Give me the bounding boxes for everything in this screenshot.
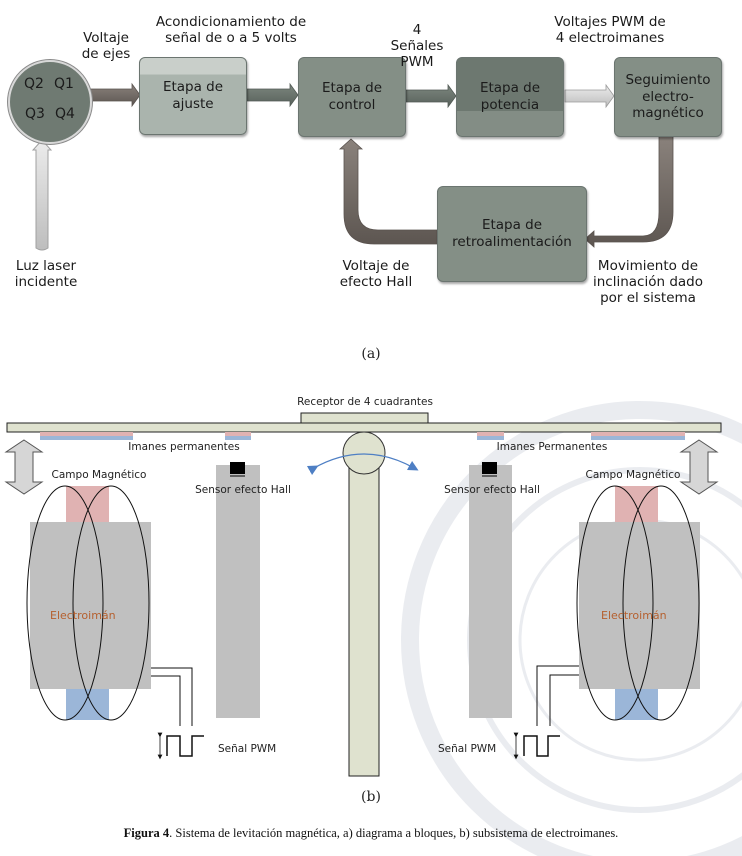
permanent-magnet-right2-red <box>477 432 504 436</box>
arrow-retro-to-control <box>338 138 438 245</box>
magnet-pole-right-south <box>615 689 658 720</box>
permanent-magnet-left2-blue <box>225 436 251 440</box>
field-line-left-a <box>26 485 104 721</box>
arrow-control-to-potencia <box>405 83 457 109</box>
vertical-motion-arrow-right <box>679 439 719 495</box>
field-line-right-b <box>622 485 700 721</box>
pwm-wire-left-inner <box>151 675 181 726</box>
levitating-beam <box>6 422 722 433</box>
label-voltaje-ejes: Voltaje de ejes <box>81 30 131 63</box>
vertical-motion-arrow-left <box>4 439 44 495</box>
pwm-wire-left-outer <box>151 667 193 726</box>
label-acondicionamiento: Acondicionamiento de señal de o a 5 volt… <box>155 14 307 47</box>
pwm-wire-right-outer <box>536 665 579 726</box>
label-receptor: Receptor de 4 cuadrantes <box>297 396 433 408</box>
label-sensor-left: Sensor efecto Hall <box>195 484 291 496</box>
permanent-magnet-right2-blue <box>477 436 504 440</box>
label-sensor-right: Sensor efecto Hall <box>444 484 540 496</box>
pivot-ball <box>342 431 386 475</box>
quadrant-q4: Q4 <box>55 106 75 122</box>
label-pwm-left: Señal PWM <box>218 743 277 755</box>
pwm-waveform-right <box>523 735 560 757</box>
magnet-pole-left-north <box>66 486 109 522</box>
permanent-magnet-left2-red <box>225 432 251 436</box>
permanent-magnet-right-red <box>591 432 685 436</box>
permanent-magnet-left-blue <box>40 436 133 440</box>
block-seguimiento-electromagnetico: Seguimiento electro- magnético <box>614 57 722 137</box>
label-voltaje-hall: Voltaje de efecto Hall <box>339 258 413 291</box>
quadrant-q3: Q3 <box>25 106 45 122</box>
hall-sensor-chip-right <box>482 462 497 474</box>
label-luz-laser: Luz laser incidente <box>14 258 78 291</box>
label-movimiento: Movimiento de inclinación dado por el si… <box>592 258 703 307</box>
hall-sensor-bar-right <box>469 465 512 718</box>
laser-input-arrow <box>31 139 53 251</box>
quadrant-q2: Q2 <box>24 76 44 92</box>
label-senales-pwm: 4 Señales PWM <box>390 22 444 71</box>
arrow-potencia-to-seguimiento <box>564 83 615 109</box>
pwm-wire-right-inner <box>549 674 579 726</box>
label-imanes-left: Imanes permanentes <box>128 441 240 453</box>
electromagnet-core-left <box>30 522 151 689</box>
field-line-left-b <box>72 485 150 721</box>
tilt-arrow <box>306 453 419 476</box>
quadrant-q1: Q1 <box>54 76 74 92</box>
permanent-magnet-right-blue <box>591 436 685 440</box>
arrow-seguimiento-to-retro <box>584 135 674 248</box>
label-voltajes-pwm: Voltajes PWM de 4 electroimanes <box>554 14 666 47</box>
label-electroiman-right: Electroimán <box>601 609 667 622</box>
arrow-sensor-to-ajuste <box>87 82 141 108</box>
block-etapa-control: Etapa de control <box>298 57 406 137</box>
arrow-ajuste-to-control <box>246 82 299 108</box>
pwm-waveform-left <box>166 735 204 757</box>
figure-caption: Figura 4. Sistema de levitación magnétic… <box>0 826 742 841</box>
label-campo-left: Campo Magnético <box>51 469 147 481</box>
subcaption-a: (a) <box>361 346 381 362</box>
figure-caption-text: . Sistema de levitación magnética, a) di… <box>169 826 619 840</box>
block-etapa-retroalimentacion: Etapa de retroalimentación <box>437 186 587 282</box>
label-pwm-right: Señal PWM <box>438 743 497 755</box>
block-etapa-potencia: Etapa de potencia <box>456 57 564 137</box>
block-etapa-ajuste: Etapa de ajuste <box>139 57 247 135</box>
hall-sensor-bar-left <box>216 465 260 718</box>
label-imanes-right: Imanes Permanentes <box>496 441 608 453</box>
label-electroiman-left: Electroimán <box>50 609 116 622</box>
support-column <box>348 455 380 777</box>
figure-caption-label: Figura 4 <box>123 826 170 840</box>
permanent-magnet-left-red <box>40 432 133 436</box>
subcaption-b: (b) <box>361 789 381 805</box>
field-line-right-a <box>576 485 654 721</box>
hall-sensor-chip-left <box>230 462 245 474</box>
label-campo-right: Campo Magnético <box>585 469 681 481</box>
receptor-4-cuadrantes <box>300 412 429 425</box>
magnet-pole-right-north <box>615 486 658 522</box>
quadrant-sensor: Q2 Q1 Q3 Q4 <box>8 60 92 144</box>
electromagnet-core-right <box>579 522 700 689</box>
